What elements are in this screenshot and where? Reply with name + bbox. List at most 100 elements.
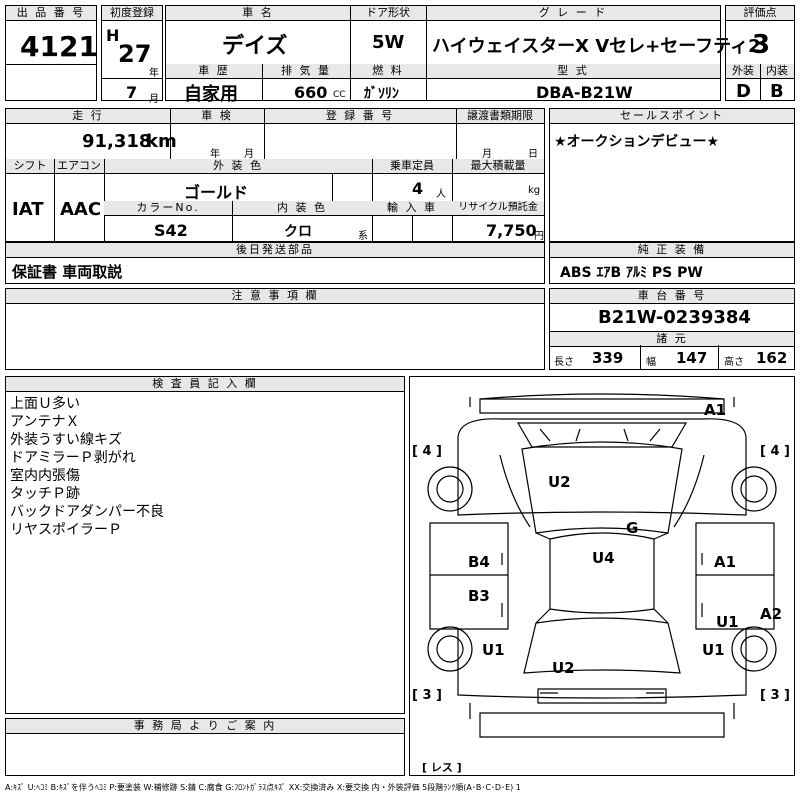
exterior-color: ゴールド	[184, 183, 249, 202]
cc-unit: CC	[333, 90, 346, 100]
model-code: DBA-B21W	[536, 83, 633, 102]
sales-point-text: ★オークションデビュー★	[554, 134, 720, 150]
interior-label: 内装	[760, 64, 794, 79]
load-label: 最大積載量	[452, 159, 544, 174]
person-unit: 人	[436, 189, 446, 200]
month-unit: 月	[149, 94, 159, 105]
height: 162	[756, 349, 788, 367]
air-conditioner: AAC	[60, 199, 102, 220]
recycle-label: リサイクル預託金	[452, 201, 544, 216]
mileage: 91,318	[82, 131, 152, 152]
int-color-label: 内 装 色	[232, 201, 372, 216]
chassis-label: 車 台 番 号	[550, 289, 794, 304]
year-unit: 年	[149, 68, 159, 79]
rear-bottom-outline	[479, 712, 725, 738]
score-label: 評価点	[726, 6, 794, 21]
shift: IAT	[12, 199, 44, 220]
chassis-box: 車 台 番 号 B21W-0239384 諸 元 長さ 339 幅 147 高さ…	[549, 288, 795, 370]
inspector-line: ドアミラーＰ剥がれ	[10, 450, 136, 466]
km-unit: km	[146, 131, 177, 152]
notes-label: 注 意 事 項 欄	[6, 289, 544, 304]
lot-number-label: 出 品 番 号	[6, 6, 96, 21]
tire-spare: [ レス ]	[422, 761, 462, 774]
equipment-box: 純 正 装 備 ABS ｴｱB ｱﾙﾐ PS PW	[549, 242, 795, 284]
mark-u4: U4	[592, 549, 615, 567]
grade: ハイウェイスターX Vセレ+セーフティ2	[432, 36, 761, 57]
transfer-month-unit: 月	[482, 149, 492, 160]
car-name-box: 車 名 ドア形状 グ レ ー ド デイズ 5W ハイウェイスターX Vセレ+セー…	[165, 5, 761, 105]
rear-left-wheel	[427, 626, 473, 672]
lot-number-box: 出 品 番 号 4121	[5, 5, 98, 101]
model-label: 型 式	[426, 64, 720, 79]
mileage-label: 走 行	[6, 109, 170, 124]
mark-a2: A2	[760, 605, 782, 623]
left-side-outline	[429, 522, 509, 630]
office-box: 事 務 局 よ り ご 案 内	[5, 718, 405, 776]
equipment-text: ABS ｴｱB ｱﾙﾐ PS PW	[560, 265, 703, 281]
registration-year: 27	[118, 40, 152, 68]
mark-g: G	[626, 519, 638, 537]
mark-u2-top: U2	[548, 473, 571, 491]
exterior-grade: D	[736, 81, 751, 102]
width-label: 幅	[646, 357, 656, 368]
kei-unit: 系	[358, 231, 368, 242]
mark-u2-bottom: U2	[552, 659, 575, 677]
rear-right-wheel	[731, 626, 777, 672]
later-parts-box: 後日発送部品 保証書 車両取説	[5, 242, 545, 284]
tire-rear-left: [ 3 ]	[412, 688, 442, 703]
yen-unit: 円	[534, 231, 544, 242]
mark-b3: B3	[468, 587, 490, 605]
right-side-outline	[695, 522, 775, 630]
roof-top-outline	[479, 398, 725, 414]
office-label: 事 務 局 よ り ご 案 内	[6, 719, 404, 734]
later-parts-text: 保証書 車両取説	[12, 263, 123, 281]
tire-rear-right: [ 3 ]	[760, 688, 790, 703]
inspection-year-unit: 年	[210, 149, 220, 160]
chassis-number: B21W-0239384	[598, 307, 751, 328]
kg-unit: kg	[528, 185, 541, 196]
lot-number: 4121	[20, 30, 98, 63]
inspector-line: リヤスポイラーＰ	[10, 522, 122, 538]
notes-box: 注 意 事 項 欄	[5, 288, 545, 370]
era: H	[106, 26, 120, 45]
car-history: 自家用	[184, 84, 238, 105]
grade-label: グ レ ー ド	[426, 6, 720, 21]
legend: A:ｷｽﾞ U:ﾍｺﾐ B:ｷｽﾞを伴うﾍｺﾐ P:要塗装 W:補修跡 S:錆 …	[5, 783, 521, 792]
inspector-line: アンテナＸ	[10, 414, 80, 430]
displacement-label: 排 気 量	[262, 64, 350, 79]
inspector-label: 検 査 員 記 入 欄	[6, 377, 404, 392]
length: 339	[592, 349, 624, 367]
inspector-line: バックドアダンパー不良	[10, 504, 164, 520]
recycle-deposit: 7,750	[486, 221, 537, 240]
interior-color: クロ	[284, 224, 312, 240]
equipment-label: 純 正 装 備	[550, 243, 794, 258]
door-type: 5W	[372, 32, 405, 53]
later-parts-label: 後日発送部品	[6, 243, 544, 258]
inspector-line: 上面Ｕ多い	[10, 396, 80, 412]
inspector-line: タッチＰ跡	[10, 486, 80, 502]
score-box: 評価点 3 外装 内装 D B	[725, 5, 795, 102]
shift-label: シフト	[6, 159, 54, 174]
fuel-label: 燃 料	[350, 64, 426, 79]
exterior-label: 外装	[726, 64, 760, 79]
height-label: 高さ	[724, 357, 744, 368]
first-registration-label: 初度登録	[102, 6, 162, 21]
car-name: デイズ	[222, 34, 288, 59]
roof-outline	[549, 532, 655, 614]
sales-point-box: セールスポイント ★オークションデビュー★	[549, 108, 795, 242]
transfer-label: 譲渡書類期限	[456, 109, 544, 124]
rear-bumper	[537, 688, 667, 704]
tire-front-right: [ 4 ]	[760, 444, 790, 459]
reg-no-label: 登 録 番 号	[264, 109, 456, 124]
inspector-line: 室内内張傷	[10, 468, 80, 484]
first-registration-box: 初度登録 H 27 年 7 月	[101, 5, 163, 105]
capacity-label: 乗車定員	[372, 159, 452, 174]
front-right-wheel	[731, 466, 777, 512]
ac-label: エアコン	[54, 159, 104, 174]
history-label: 車 歴	[166, 64, 262, 79]
door-label: ドア形状	[350, 6, 426, 21]
interior-grade: B	[770, 81, 784, 102]
transfer-day-unit: 日	[528, 149, 538, 160]
car-name-label: 車 名	[166, 6, 350, 21]
capacity: 4	[412, 179, 424, 198]
